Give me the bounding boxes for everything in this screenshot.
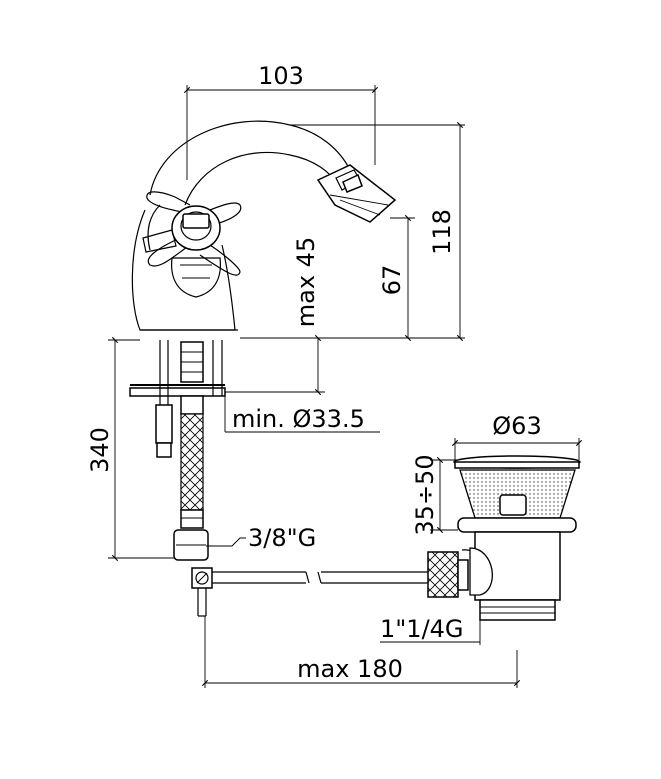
dim-waste-range: 35÷50	[411, 454, 439, 535]
dim-width-103: 103	[258, 62, 304, 90]
dim-waste-63: Ø63	[492, 412, 541, 440]
mixer-body	[131, 120, 397, 331]
pop-up-lever	[142, 229, 177, 253]
spout	[149, 120, 351, 196]
pull-rod	[212, 571, 430, 584]
dim-min-hole: min. Ø33.5	[232, 405, 365, 433]
waste-assembly	[427, 455, 581, 621]
dim-height-118: 118	[428, 209, 456, 255]
dim-hose-340: 340	[86, 427, 114, 473]
dim-spout-67: 67	[378, 265, 406, 296]
dim-waste-thread: 1"1/4G	[380, 615, 464, 643]
dimension-lines	[108, 85, 583, 688]
cross-handle	[146, 191, 242, 298]
dim-hose-thread: 3/8"G	[248, 524, 316, 552]
aerator	[316, 164, 397, 223]
knurled-nut	[427, 551, 459, 598]
under-deck-assembly	[129, 340, 226, 617]
dimension-labels: 103 118 67 max 45 min. Ø33.5 340 3/8"G Ø…	[86, 62, 542, 683]
dim-max-45: max 45	[292, 237, 320, 327]
braided-hose	[180, 413, 204, 511]
dim-rod-180: max 180	[297, 655, 403, 683]
